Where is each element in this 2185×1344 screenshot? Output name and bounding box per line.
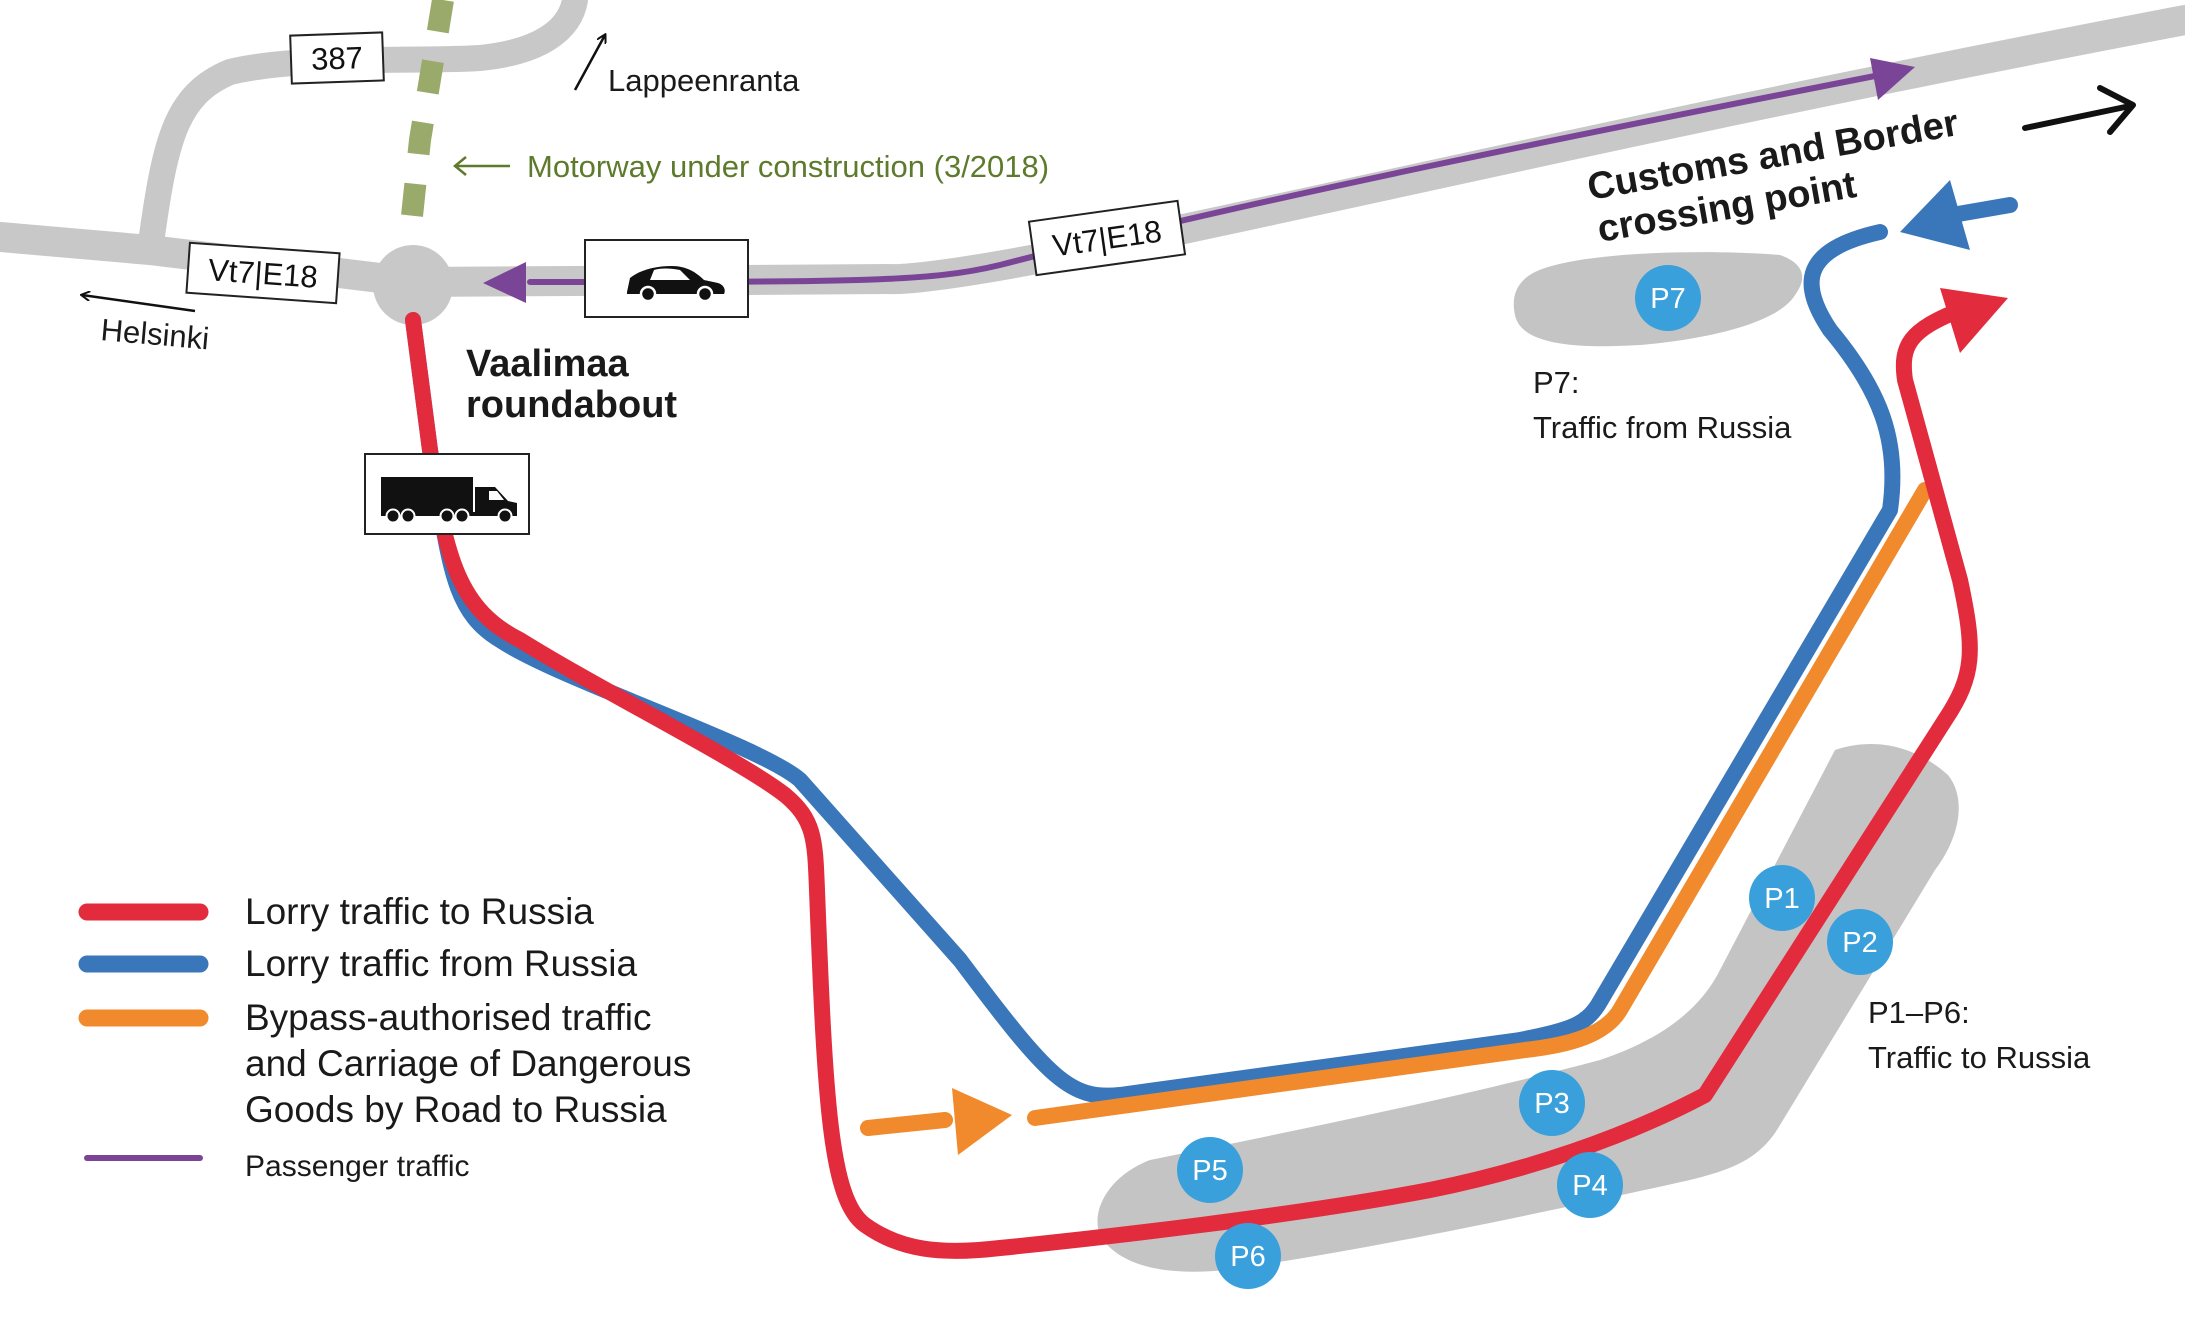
svg-text:P5: P5: [1192, 1155, 1227, 1187]
roundabout-label-line1: Vaalimaa: [466, 343, 630, 385]
p7-title: P7:: [1533, 365, 1580, 400]
motorway-dashed-line: [399, 0, 454, 237]
route-lorry-from-russia: [405, 224, 1901, 1104]
svg-text:387: 387: [311, 40, 364, 77]
bypass-arrow-head: [952, 1088, 1012, 1155]
svg-text:P2: P2: [1842, 927, 1877, 959]
route-arrowheads: [483, 58, 2018, 1155]
legend-item-passenger: Passenger traffic: [84, 1150, 470, 1183]
svg-text:Bypass-authorised traffic: Bypass-authorised traffic: [245, 997, 652, 1038]
lorry-to-russia-arrow: [1940, 288, 2008, 353]
road-sign-vt7-e18-east: Vt7|E18: [1027, 199, 1187, 277]
svg-text:P4: P4: [1572, 1170, 1607, 1202]
legend-item-lorry-from-russia: Lorry traffic from Russia: [78, 943, 637, 984]
route-lorry-to-russia: [405, 302, 1978, 1259]
parking-badge-p6: P6: [1215, 1223, 1281, 1289]
parking-badges: P7 P1 P2 P3 P4 P5 P6: [1177, 265, 1893, 1289]
parking-badge-p1: P1: [1749, 865, 1815, 931]
svg-text:Passenger traffic: Passenger traffic: [245, 1150, 470, 1183]
svg-text:Helsinki: Helsinki: [99, 312, 210, 356]
direction-russia-arrow: [2022, 85, 2136, 135]
direction-lappeenranta: Lappeenranta: [573, 35, 800, 98]
svg-text:Motorway under construction (3: Motorway under construction (3/2018): [527, 149, 1049, 184]
p1p6-desc: Traffic to Russia: [1868, 1040, 2091, 1075]
svg-text:P6: P6: [1230, 1241, 1265, 1273]
parking-badge-p4: P4: [1557, 1152, 1623, 1218]
route-lines: [405, 72, 1978, 1259]
road-sign-vt7-e18-west: Vt7|E18: [185, 241, 341, 305]
parking-badge-p3: P3: [1519, 1070, 1585, 1136]
direction-motorway: Motorway under construction (3/2018): [453, 149, 1049, 184]
roundabout: [373, 245, 453, 325]
passenger-arrow-west: [483, 262, 526, 303]
passenger-arrow-east: [1870, 58, 1915, 100]
p1p6-title: P1–P6:: [1868, 995, 1970, 1030]
svg-text:Lorry traffic to Russia: Lorry traffic to Russia: [245, 891, 594, 932]
legend: Lorry traffic to Russia Lorry traffic fr…: [78, 891, 691, 1183]
parking-badge-p2: P2: [1827, 909, 1893, 975]
truck-sign: [364, 453, 530, 535]
parking-badge-p5: P5: [1177, 1137, 1243, 1203]
car-sign: [584, 239, 749, 318]
svg-text:P7: P7: [1650, 283, 1685, 315]
svg-text:Goods by Road to Russia: Goods by Road to Russia: [245, 1089, 667, 1130]
direction-helsinki: Helsinki: [82, 295, 211, 356]
legend-item-lorry-to-russia: Lorry traffic to Russia: [78, 891, 594, 932]
truck-icon: [381, 477, 517, 524]
svg-text:P3: P3: [1534, 1088, 1569, 1120]
road-sign-387: 387: [289, 31, 385, 85]
parking-area-p1-p6: [1097, 744, 1959, 1272]
svg-text:Vt7|E18: Vt7|E18: [207, 252, 319, 295]
parking-badge-p7: P7: [1635, 265, 1701, 331]
lorry-from-russia-arrow-tail: [1927, 197, 2018, 226]
svg-text:Lappeenranta: Lappeenranta: [608, 63, 800, 98]
svg-text:Lorry traffic from Russia: Lorry traffic from Russia: [245, 943, 637, 984]
route-bypass: [1027, 482, 1933, 1126]
p7-desc: Traffic from Russia: [1533, 410, 1792, 445]
legend-item-bypass: Bypass-authorised traffic and Carriage o…: [78, 997, 691, 1130]
roundabout-label-line2: roundabout: [466, 384, 677, 426]
svg-text:P1: P1: [1764, 883, 1799, 915]
bypass-arrow-tail: [860, 1112, 953, 1136]
svg-text:and Carriage of Dangerous: and Carriage of Dangerous: [245, 1043, 691, 1084]
car-icon: [627, 266, 725, 303]
